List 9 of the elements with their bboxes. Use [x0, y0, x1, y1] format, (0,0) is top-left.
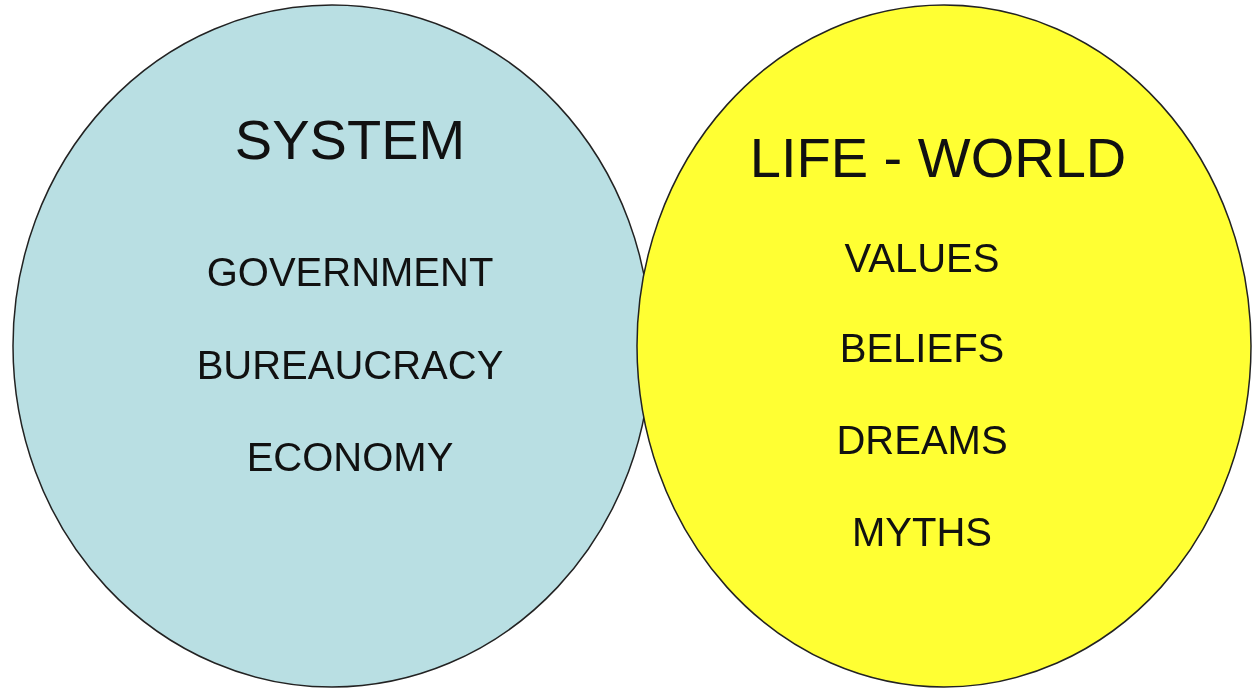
circle-heading: LIFE - WORLD — [749, 127, 1127, 189]
list-item: DREAMS — [836, 418, 1008, 462]
list-item: BELIEFS — [839, 326, 1005, 370]
list-item: VALUES — [844, 236, 1000, 280]
list-item: ECONOMY — [246, 435, 454, 479]
list-item: BUREAUCRACY — [196, 343, 504, 387]
list-item: MYTHS — [852, 510, 992, 554]
circle-heading: SYSTEM — [234, 109, 466, 171]
list-item: GOVERNMENT — [206, 250, 494, 294]
